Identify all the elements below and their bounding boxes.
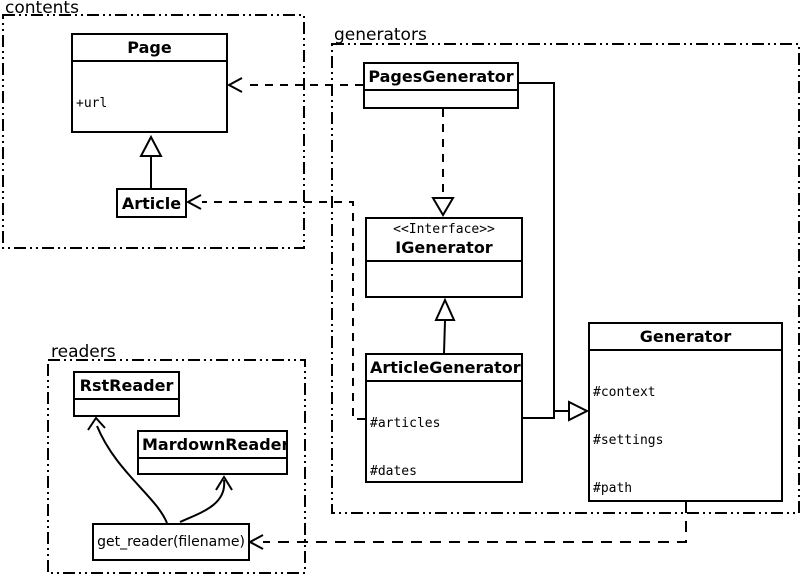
class-attribute: #dates (370, 464, 417, 479)
class-attribute: #path (593, 481, 633, 496)
inheritance-line-articlegenerator-generator (523, 411, 555, 419)
inheritance-line-articlegenerator-igenerator (443, 320, 446, 354)
class-name: IGenerator (395, 238, 493, 257)
class-name: MardownReader (142, 435, 288, 454)
package-label-contents: contents (5, 0, 79, 18)
class-method: +generate_context() (370, 296, 518, 298)
inheritance-line-pagesgenerator-generator (519, 82, 568, 412)
class-attribute: #context (593, 385, 656, 400)
package-label-generators: generators (334, 25, 427, 45)
methods-compartment: +read() (139, 457, 286, 473)
open-arrowhead-page (226, 77, 243, 93)
class-name: Page (127, 38, 172, 57)
attributes-compartment: #context #settings #path #theme #output_… (590, 349, 781, 500)
arrow-curve-getreader-markdownreader (179, 479, 226, 523)
open-arrowhead-markdownreader (215, 475, 233, 491)
function-box-get-reader: get_reader(filename) (92, 523, 250, 561)
attributes-compartment: #pages (365, 89, 517, 107)
class-attribute: +url (76, 96, 108, 111)
realization-triangle-igenerator-top (431, 197, 455, 217)
open-arrowhead-article (185, 194, 202, 210)
dependency-line-generator-getreader (263, 502, 687, 543)
package-readers-border (47, 359, 306, 574)
class-name: ArticleGenerator (370, 358, 521, 377)
class-attribute: #settings (593, 433, 664, 448)
attributes-compartment: +url +slug +summary (73, 60, 226, 131)
methods-compartment: +generate_context() +generate_output() (367, 260, 521, 298)
inheritance-triangle-generator (568, 400, 590, 422)
arrow-curve-getreader-rstreader (96, 425, 168, 524)
function-label: get_reader(filename) (97, 534, 245, 550)
open-arrowhead-getreader (247, 534, 264, 550)
class-name: Generator (639, 327, 732, 346)
class-pagesgenerator: PagesGenerator #pages (363, 62, 519, 109)
package-label-readers: readers (51, 342, 116, 362)
package-contents-border (2, 14, 305, 249)
attributes-compartment: #articles #dates #tags #categories (367, 380, 521, 481)
class-articlegenerator: ArticleGenerator #articles #dates #tags … (365, 353, 523, 483)
stereotype-label: <<Interface>> (393, 222, 495, 237)
class-generator: Generator #context #settings #path #them… (588, 322, 783, 502)
open-arrowhead-rstreader (87, 416, 106, 431)
class-rstreader: RstReader +read() (73, 371, 180, 417)
class-name: Article (121, 193, 182, 213)
inheritance-triangle-igenerator-bottom (434, 297, 456, 321)
methods-compartment: +read() (75, 398, 178, 415)
class-attribute: #articles (370, 416, 441, 431)
class-name: RstReader (79, 376, 174, 395)
inheritance-triangle-page (139, 134, 163, 157)
class-header: <<Interface>> IGenerator (367, 219, 521, 260)
class-page: Page +url +slug +summary +check_properti… (71, 33, 228, 133)
dependency-line-articlegenerator-article (202, 201, 365, 420)
class-igenerator: <<Interface>> IGenerator +generate_conte… (365, 217, 523, 298)
class-markdownreader: MardownReader +read() (137, 430, 288, 475)
package-generators-border (331, 43, 800, 514)
class-article: Article (116, 188, 187, 218)
class-name: PagesGenerator (368, 67, 514, 86)
